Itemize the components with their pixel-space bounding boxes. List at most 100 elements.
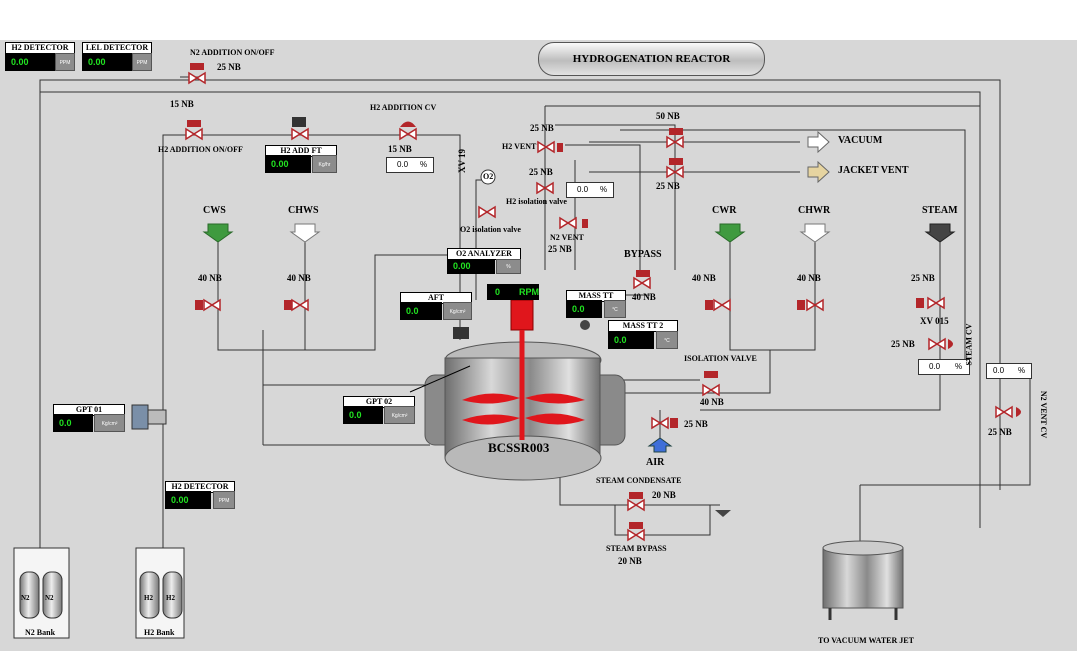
rpm-unit: RPM: [515, 284, 539, 300]
indicator-unit: Kg/cm²: [443, 302, 472, 320]
chwr-label: CHWR: [798, 205, 831, 216]
chws-size: 40 NB: [287, 273, 311, 283]
steam-condensate-size: 20 NB: [652, 490, 676, 500]
h2-detector-top-indicator[interactable]: H2 DETECTOR 0.00 PPM: [5, 42, 75, 72]
n2-bank-label: N2 Bank: [25, 628, 56, 637]
indicator-unit: °C: [656, 331, 678, 349]
size-50nb: 50 NB: [656, 111, 680, 121]
setpoint-value: 0.0: [577, 185, 589, 194]
n2-vent-label: N2 VENT: [550, 233, 584, 242]
bypass-size: 40 NB: [632, 292, 656, 302]
indicator-value: 0.00: [165, 491, 211, 509]
indicator-value: 0.00: [265, 155, 311, 173]
h2-detector-low-indicator[interactable]: H2 DETECTOR 0.00 PPM: [165, 481, 235, 509]
flow-arrows: [202, 130, 956, 517]
chws-label: CHWS: [288, 205, 319, 216]
steam-cv-input[interactable]: 0.0 %: [918, 359, 970, 375]
cws-size: 40 NB: [198, 273, 222, 283]
steam-label: STEAM: [922, 205, 958, 216]
n2-cyl-b: N2: [45, 594, 54, 602]
gas-cylinders: [13, 547, 185, 639]
cws-label: CWS: [203, 205, 226, 216]
h2-vent-size: 25 NB: [530, 123, 554, 133]
setpoint-unit: %: [1018, 366, 1026, 375]
indicator-unit: Kg/cm²: [384, 406, 415, 424]
n2-vent-cv-size: 25 NB: [988, 427, 1012, 437]
setpoint-value: 0.0: [993, 366, 1005, 375]
o2-label: O2: [483, 172, 494, 181]
vacuum-label: VACUUM: [838, 135, 883, 146]
h2-iso-size: 25 NB: [529, 167, 553, 177]
vacuum-water-jet-tank: [822, 540, 904, 620]
h2-cyl-b: H2: [166, 594, 175, 602]
steam-bypass-label: STEAM BYPASS: [606, 544, 667, 553]
gpt01-indicator[interactable]: GPT 01 0.0 Kg/cm²: [53, 404, 125, 432]
h2-addition-cv-size: 15 NB: [388, 144, 412, 154]
air-label: AIR: [646, 457, 665, 468]
indicator-unit: PPM: [55, 53, 75, 71]
agitator-rpm-indicator[interactable]: 0 RPM: [487, 284, 541, 300]
indicator-unit: %: [496, 259, 521, 274]
indicator-value: 0.0: [608, 331, 654, 349]
jacket-vent-label: JACKET VENT: [838, 165, 909, 176]
n2-cyl-a: N2: [21, 594, 30, 602]
indicator-value: 0.0: [343, 406, 383, 424]
n2-vent-cv-label: N2 VENT CV: [1039, 390, 1049, 439]
indicator-unit: PPM: [213, 491, 235, 509]
indicator-value: 0.00: [82, 53, 132, 71]
aft-indicator[interactable]: AFT 0.0 Kg/cm²: [400, 292, 472, 320]
indicator-unit: Kg/cm²: [94, 414, 125, 432]
chwr-size: 40 NB: [797, 273, 821, 283]
setpoint-unit: %: [420, 160, 428, 169]
h2-addition-onoff-label: H2 ADDITION ON/OFF: [158, 145, 243, 154]
n2-addition-size: 25 NB: [217, 62, 241, 72]
steam-condensate-label: STEAM CONDENSATE: [596, 476, 682, 485]
lel-detector-indicator[interactable]: LEL DETECTOR 0.00 PPM: [82, 42, 152, 72]
indicator-unit: °C: [604, 300, 626, 318]
setpoint-unit: %: [600, 185, 608, 194]
reactor-name: BCSSR003: [488, 440, 550, 455]
steam-bypass-size: 20 NB: [618, 556, 642, 566]
steam-cv-label: STEAM CV: [964, 323, 974, 366]
xv19-label: XV 19: [457, 148, 468, 174]
valve-actuators: [187, 63, 1021, 529]
jacket-vent-size: 25 NB: [656, 181, 680, 191]
indicator-value: 0.00: [5, 53, 55, 71]
h2-bank-label: H2 Bank: [144, 628, 175, 637]
o2-isolation-label: O2 isolation valve: [460, 225, 521, 234]
rpm-value: 0: [487, 284, 515, 300]
steam-cv-size: 25 NB: [891, 339, 915, 349]
h2-addition-size: 15 NB: [170, 99, 194, 109]
mass-tt-indicator[interactable]: MASS TT 0.0 °C: [566, 290, 626, 318]
isolation-valve-size: 40 NB: [700, 397, 724, 407]
indicator-unit: Kg/hr: [312, 155, 337, 173]
h2-addition-cv-input[interactable]: 0.0 %: [386, 157, 434, 173]
indicator-value: 0.00: [447, 259, 495, 274]
steam-size: 25 NB: [911, 273, 935, 283]
h2-add-ft-indicator[interactable]: H2 ADD FT 0.00 Kg/hr: [265, 145, 337, 173]
setpoint-value: 0.0: [397, 160, 409, 169]
mass-tt2-indicator[interactable]: MASS TT 2 0.0 °C: [608, 320, 678, 350]
indicator-value: 0.0: [53, 414, 93, 432]
o2-analyzer-indicator[interactable]: O2 ANALYZER 0.00 %: [447, 248, 521, 274]
xv015-label: XV 015: [920, 316, 949, 326]
page-title: HYDROGENATION REACTOR: [538, 42, 765, 76]
h2-isolation-input[interactable]: 0.0 %: [566, 182, 614, 198]
setpoint-unit: %: [955, 362, 963, 371]
gpt02-indicator[interactable]: GPT 02 0.0 Kg/cm²: [343, 396, 415, 424]
h2-cyl-a: H2: [144, 594, 153, 602]
h2-isolation-label: H2 isolation valve: [506, 197, 567, 206]
indicator-value: 0.0: [400, 302, 442, 320]
indicator-value: 0.0: [566, 300, 602, 318]
cwr-size: 40 NB: [692, 273, 716, 283]
cwr-label: CWR: [712, 205, 737, 216]
n2-vent-size: 25 NB: [548, 244, 572, 254]
reactor-vessel: [409, 299, 626, 481]
indicator-unit: PPM: [132, 53, 152, 71]
pipelines: [39, 76, 1031, 548]
h2-vent-label: H2 VENT: [502, 142, 537, 151]
n2-vent-cv-input[interactable]: 0.0 %: [986, 363, 1032, 379]
h2-addition-cv-label: H2 ADDITION CV: [370, 103, 437, 112]
isolation-valve-label: ISOLATION VALVE: [684, 354, 757, 363]
vacuum-water-jet-label: TO VACUUM WATER JET: [818, 636, 914, 645]
